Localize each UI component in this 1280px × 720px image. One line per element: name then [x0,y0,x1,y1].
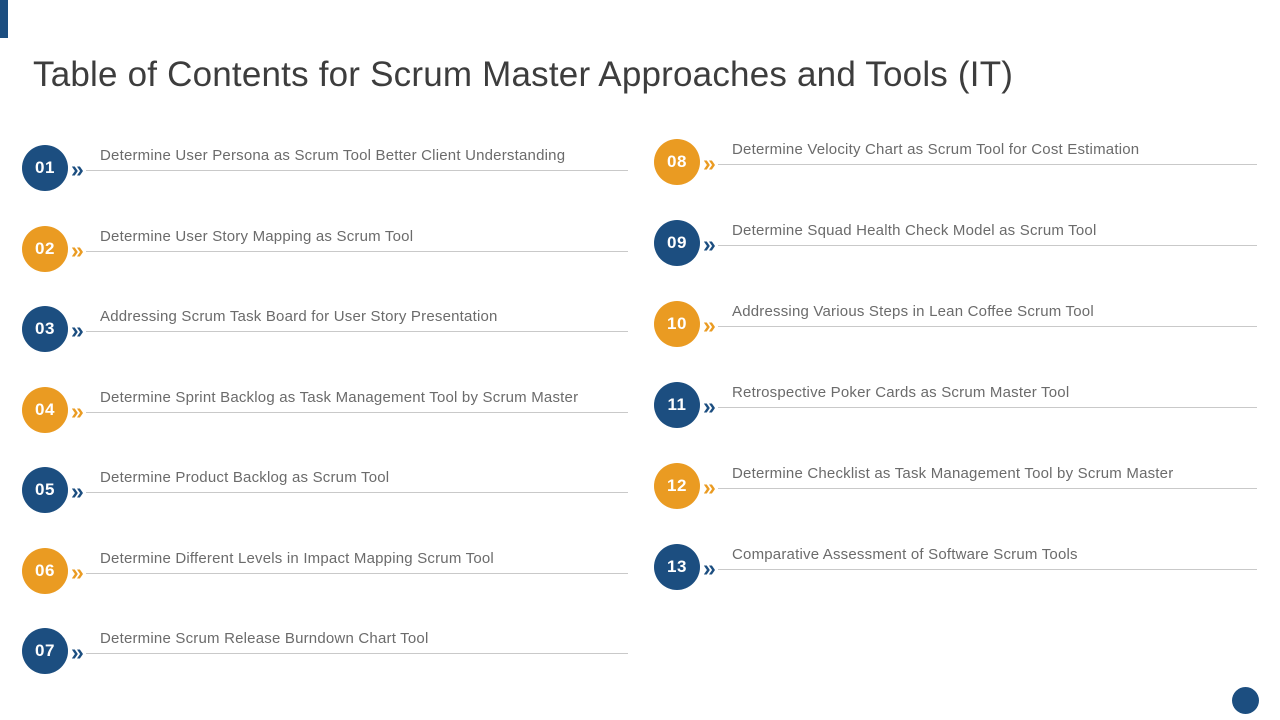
item-underline [718,488,1257,489]
item-number-badge: 12 [654,463,700,509]
item-number: 01 [35,158,55,177]
item-underline [86,653,628,654]
item-underline [86,331,628,332]
item-underline [86,170,628,171]
item-number-badge: 03 [22,306,68,352]
toc-item: 10 » Addressing Various Steps in Lean Co… [654,301,1257,347]
item-label: Determine Scrum Release Burndown Chart T… [100,630,429,647]
item-label: Retrospective Poker Cards as Scrum Maste… [732,384,1070,401]
toc-item: 11 » Retrospective Poker Cards as Scrum … [654,382,1257,428]
item-underline [718,164,1257,165]
item-number: 09 [667,233,687,252]
item-underline [718,326,1257,327]
toc-item: 08 » Determine Velocity Chart as Scrum T… [654,139,1257,185]
item-number-badge: 05 [22,467,68,513]
toc-item: 12 » Determine Checklist as Task Managem… [654,463,1257,509]
item-number: 04 [35,399,55,419]
item-number: 07 [35,641,55,660]
toc-column-left: 01 » Determine User Persona as Scrum Too… [22,145,628,674]
chevron-right-icon: » [703,474,716,500]
item-number: 13 [667,557,687,576]
chevron-right-icon: » [71,478,84,504]
item-number: 02 [35,238,55,258]
page-title: Table of Contents for Scrum Master Appro… [33,55,1014,95]
item-label: Determine Product Backlog as Scrum Tool [100,469,390,486]
toc-item: 05 » Determine Product Backlog as Scrum … [22,467,628,513]
item-number-badge: 09 [654,220,700,266]
item-underline [718,569,1257,570]
item-underline [86,572,628,574]
chevron-right-icon: » [703,555,716,581]
item-number: 11 [667,395,687,414]
title-accent-bar [0,0,8,38]
item-number-badge: 06 [22,547,68,594]
toc-item: 06 » Determine Different Levels in Impac… [22,547,628,594]
chevron-right-icon: » [71,639,84,665]
corner-dot [1232,687,1259,714]
item-label: Addressing Scrum Task Board for User Sto… [100,308,498,325]
item-label: Determine Velocity Chart as Scrum Tool f… [732,141,1140,158]
item-number-badge: 02 [22,225,68,272]
toc-item: 13 » Comparative Assessment of Software … [654,544,1257,590]
chevron-right-icon: » [71,236,84,263]
toc-item: 03 » Addressing Scrum Task Board for Use… [22,306,628,352]
chevron-right-icon: » [71,397,84,424]
chevron-right-icon: » [71,317,84,343]
item-underline [718,407,1257,408]
item-label: Comparative Assessment of Software Scrum… [732,546,1078,563]
item-number-badge: 13 [654,544,700,590]
toc-item: 04 » Determine Sprint Backlog as Task Ma… [22,386,628,433]
item-underline [86,492,628,493]
toc-item: 01 » Determine User Persona as Scrum Too… [22,145,628,191]
item-label: Determine Squad Health Check Model as Sc… [732,222,1097,239]
item-label: Determine User Persona as Scrum Tool Bet… [100,147,566,164]
chevron-right-icon: » [71,558,84,585]
item-number-badge: 07 [22,628,68,674]
item-label: Determine User Story Mapping as Scrum To… [100,227,414,245]
item-label: Addressing Various Steps in Lean Coffee … [732,303,1094,320]
toc-item: 02 » Determine User Story Mapping as Scr… [22,225,628,272]
chevron-right-icon: » [703,150,716,176]
item-number: 10 [667,314,687,333]
item-number-badge: 10 [654,301,700,347]
item-number: 06 [35,560,55,580]
item-number: 05 [35,480,55,499]
item-number: 08 [667,152,687,171]
item-underline [86,250,628,252]
toc-column-right: 08 » Determine Velocity Chart as Scrum T… [654,139,1257,590]
item-number-badge: 08 [654,139,700,185]
toc-item: 09 » Determine Squad Health Check Model … [654,220,1257,266]
item-number-badge: 01 [22,145,68,191]
item-label: Determine Sprint Backlog as Task Managem… [100,388,579,406]
item-number-badge: 11 [654,382,700,428]
item-underline [718,245,1257,246]
item-number: 03 [35,319,55,338]
toc-item: 07 » Determine Scrum Release Burndown Ch… [22,628,628,674]
item-underline [86,411,628,413]
item-number: 12 [667,476,687,495]
chevron-right-icon: » [703,393,716,419]
chevron-right-icon: » [71,156,84,182]
item-number-badge: 04 [22,386,68,433]
item-label: Determine Different Levels in Impact Map… [100,549,494,567]
chevron-right-icon: » [703,312,716,338]
item-label: Determine Checklist as Task Management T… [732,465,1174,482]
chevron-right-icon: » [703,231,716,257]
